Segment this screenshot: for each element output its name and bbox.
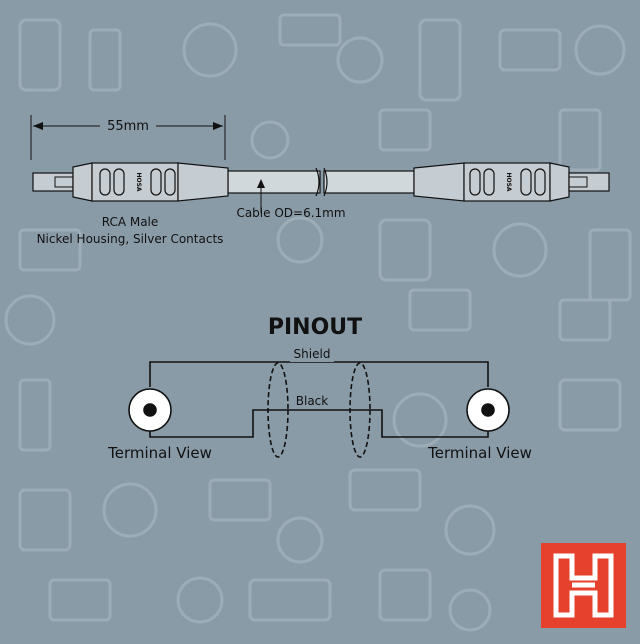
signal-wire	[149, 409, 489, 438]
pinout-diagram	[128, 361, 510, 458]
black-label: Black	[296, 394, 329, 408]
hosa-logo	[541, 543, 626, 628]
brand-mark-left: HOSA	[135, 172, 142, 191]
connector-label-line2: Nickel Housing, Silver Contacts	[37, 232, 224, 246]
background-pattern	[4, 13, 632, 632]
dimension-label: 55mm	[107, 119, 149, 134]
dimension-annotation: 55mm	[30, 115, 226, 160]
shield-label: Shield	[294, 347, 331, 361]
brand-mark-right: HOSA	[505, 172, 512, 191]
right-rca-plug: HOSA	[413, 162, 610, 202]
shield-loop-left	[267, 362, 289, 458]
shield-loop-right	[349, 362, 371, 458]
left-rca-plug: HOSA	[32, 162, 229, 202]
right-terminal-pin	[481, 403, 495, 417]
right-terminal-label: Terminal View	[427, 444, 532, 462]
cable-od-label: Cable OD=6.1mm	[236, 206, 345, 220]
left-terminal-pin	[143, 403, 157, 417]
shield-wire	[149, 361, 489, 387]
pinout-title: PINOUT	[268, 315, 362, 340]
connector-label-line1: RCA Male	[102, 215, 159, 229]
left-terminal-label: Terminal View	[107, 444, 212, 462]
